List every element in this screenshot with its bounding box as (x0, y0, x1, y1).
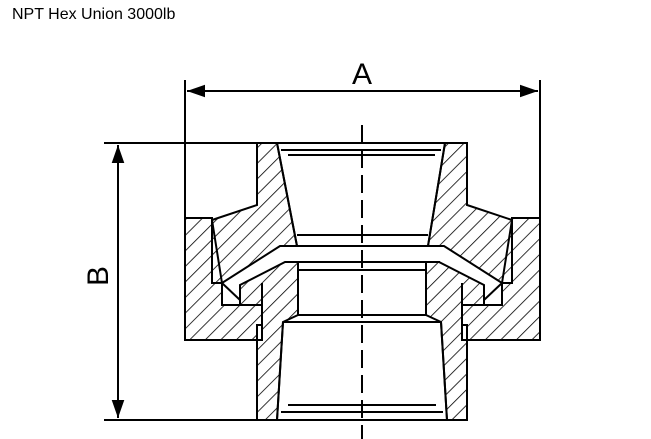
dimension-a-label: A (352, 58, 372, 91)
dimension-b (104, 142, 257, 421)
dimension-b-label: B (82, 266, 115, 286)
dimension-a (184, 80, 541, 218)
page-title: NPT Hex Union 3000lb (12, 6, 176, 23)
